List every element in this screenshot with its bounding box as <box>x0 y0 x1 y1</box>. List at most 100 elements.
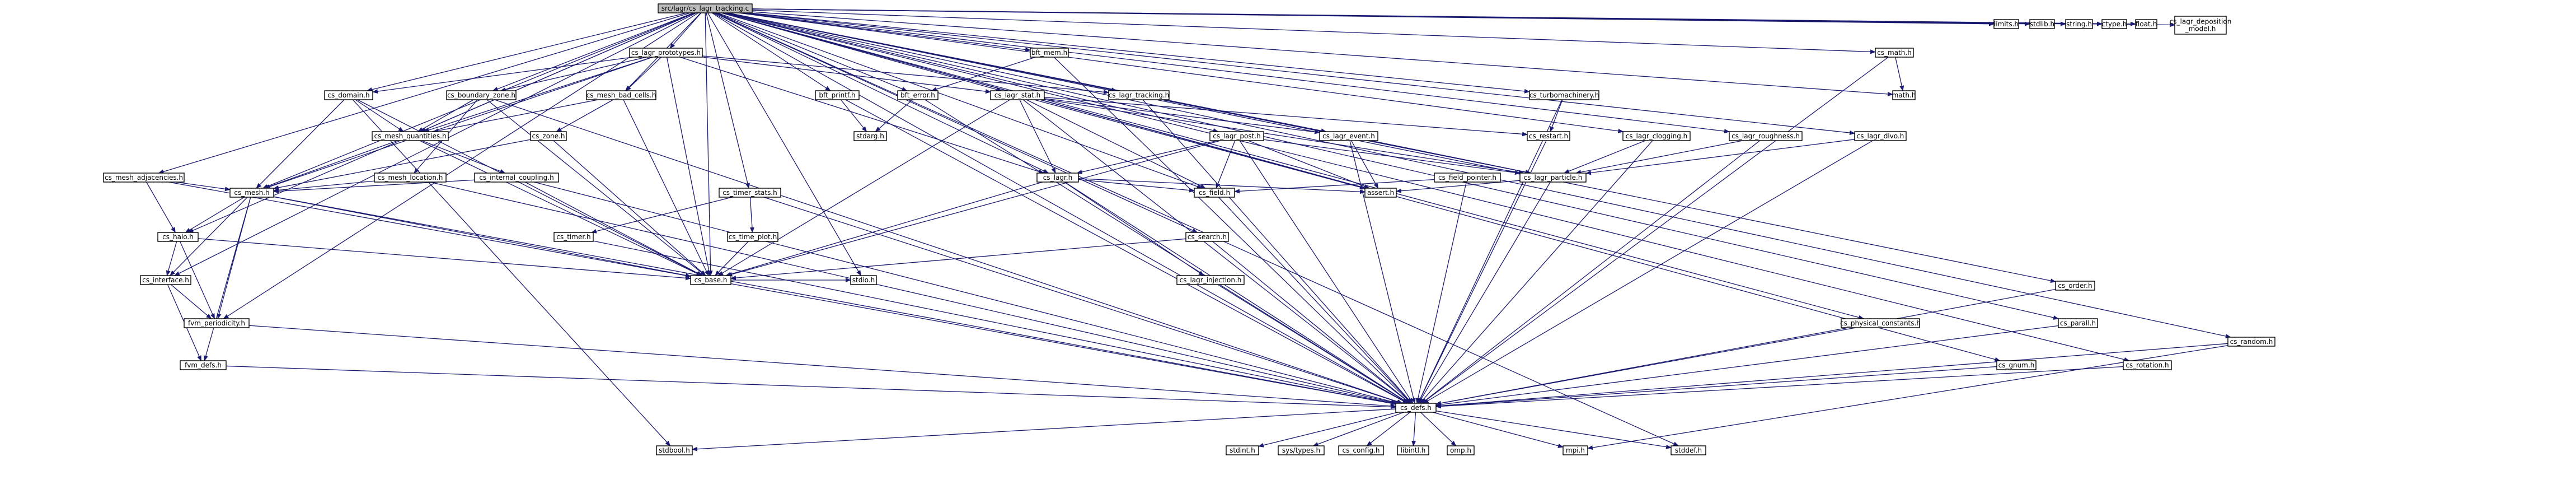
node-roughness[interactable]: cs_lagr_roughness.h <box>1729 131 1803 141</box>
edge-haloh-to-fvmper <box>179 241 215 319</box>
node-injection[interactable]: cs_lagr_injection.h <box>1176 275 1245 285</box>
node-bftprintf[interactable]: bft_printf.h <box>815 90 860 100</box>
node-domain[interactable]: cs_domain.h <box>324 90 373 100</box>
edge-defs-to-stdbool <box>692 408 1396 451</box>
node-search[interactable]: cs_search.h <box>1185 232 1229 242</box>
node-label-deposition-line-1: _model.h <box>2185 25 2216 33</box>
node-fvmdefs[interactable]: fvm_defs.h <box>180 360 227 370</box>
node-csmath[interactable]: cs_math.h <box>1875 48 1914 58</box>
edge-dlvo-to-defs <box>1423 140 1873 404</box>
node-rotation[interactable]: cs_rotation.h <box>2123 360 2172 370</box>
node-bfterror[interactable]: bft_error.h <box>897 90 939 100</box>
node-meshloc[interactable]: cs_mesh_location.h <box>374 173 447 183</box>
node-mesh[interactable]: cs_mesh.h <box>229 188 274 198</box>
node-stdint: stdint.h <box>1226 445 1259 455</box>
node-label-badcells: cs_mesh_bad_cells.h <box>586 91 656 99</box>
edge-lagrstat-to-fieldh <box>1026 99 1206 189</box>
node-lagrtracking[interactable]: cs_lagr_tracking.h <box>1108 90 1170 100</box>
node-timeplot[interactable]: cs_time_plot.h <box>727 232 778 242</box>
node-box-fvmdefs <box>180 360 227 370</box>
edge-root-to-bftmem <box>740 12 1031 52</box>
node-proto[interactable]: cs_lagr_prototypes.h <box>629 48 703 58</box>
edge-clogging-to-lagrpart <box>1564 140 1646 174</box>
edge-root-to-csmath <box>752 10 1876 54</box>
node-box-string <box>2065 19 2093 29</box>
node-parall[interactable]: cs_parall.h <box>2058 318 2098 328</box>
edge-badcells-to-meshquant <box>433 99 598 133</box>
node-label-domain: cs_domain.h <box>327 91 369 99</box>
node-bftmem[interactable]: bft_mem.h <box>1030 48 1069 58</box>
edge-root-to-adjacencies <box>158 12 691 174</box>
node-box-rotation <box>2123 360 2172 370</box>
node-label-root: src/lagr/cs_lagr_tracking.c <box>661 4 749 12</box>
node-label-adjacencies: cs_mesh_adjacencies.h <box>105 174 183 181</box>
node-label-interface: cs_interface.h <box>142 276 189 284</box>
node-order[interactable]: cs_order.h <box>2055 281 2095 291</box>
edge-injection-to-defs <box>1217 284 1409 404</box>
node-interface[interactable]: cs_interface.h <box>140 275 191 285</box>
edge-lagrevent-to-asserth <box>1350 140 1379 189</box>
node-adjacencies[interactable]: cs_mesh_adjacencies.h <box>103 173 185 183</box>
node-box-adjacencies <box>103 173 185 183</box>
node-gnum[interactable]: cs_gnum.h <box>1996 360 2037 370</box>
node-physconst[interactable]: cs_physical_constants.h <box>1840 318 1921 328</box>
node-badcells[interactable]: cs_mesh_bad_cells.h <box>586 90 656 100</box>
edge-root-to-physconst <box>721 12 1865 320</box>
node-box-order <box>2055 281 2095 291</box>
node-timerstats[interactable]: cs_timer_stats.h <box>719 188 781 198</box>
node-label-timeplot: cs_time_plot.h <box>729 233 777 241</box>
node-clogging[interactable]: cs_lagr_clogging.h <box>1622 131 1691 141</box>
node-intcoupling[interactable]: cs_internal_coupling.h <box>474 173 559 183</box>
node-lagrevent[interactable]: cs_lagr_event.h <box>1319 131 1378 141</box>
node-dlvo[interactable]: cs_lagr_dlvo.h <box>1854 131 1907 141</box>
node-zone[interactable]: cs_zone.h <box>530 131 567 141</box>
node-timer[interactable]: cs_timer.h <box>553 232 594 242</box>
edge-lagrh-to-base <box>725 181 1043 277</box>
node-lagrpart[interactable]: cs_lagr_particle.h <box>1519 173 1587 183</box>
node-box-stddef <box>1671 445 1706 455</box>
node-label-stddef: stddef.h <box>1675 446 1702 454</box>
node-bzone[interactable]: cs_boundary_zone.h <box>446 90 517 100</box>
node-lagrpost[interactable]: cs_lagr_post.h <box>1209 131 1264 141</box>
node-label-stdlib: stdlib.h <box>2030 20 2054 28</box>
edge-mesh-to-fvmdefs <box>203 197 251 361</box>
edge-badcells-to-base <box>623 99 709 276</box>
edges-layer <box>146 8 2231 451</box>
node-lagrh[interactable]: cs_lagr.h <box>1036 173 1079 183</box>
node-label-bfterror: bft_error.h <box>900 91 935 99</box>
node-csconfig: cs_config.h <box>1338 445 1384 455</box>
node-label-stdbool: stdbool.h <box>659 446 690 454</box>
node-box-limits <box>1993 19 2019 29</box>
node-haloh[interactable]: cs_halo.h <box>157 232 199 242</box>
node-fieldh[interactable]: cs_field.h <box>1194 188 1235 198</box>
node-box-stdargh <box>853 131 887 141</box>
node-label-proto: cs_lagr_prototypes.h <box>631 49 701 57</box>
node-box-injection <box>1176 275 1245 285</box>
node-libintl: libintl.h <box>1397 445 1429 455</box>
node-meshquant[interactable]: cs_mesh_quantities.h <box>372 131 449 141</box>
edge-proto-to-domain <box>372 57 633 94</box>
node-label-stdargh: stdarg.h <box>856 132 884 140</box>
node-label-bftmem: bft_mem.h <box>1031 49 1068 57</box>
node-label-roughness: cs_lagr_roughness.h <box>1732 132 1800 140</box>
node-fieldptr[interactable]: cs_field_pointer.h <box>1434 173 1501 183</box>
node-fvmper[interactable]: fvm_periodicity.h <box>184 318 250 328</box>
node-defs[interactable]: cs_defs.h <box>1395 403 1437 413</box>
edge-adjacencies-to-haloh <box>146 181 176 233</box>
edge-defs-to-stddef <box>1435 410 1672 449</box>
node-turbo[interactable]: cs_turbomachinery.h <box>1529 90 1599 100</box>
edge-bfterror-to-stdargh <box>875 99 913 132</box>
node-box-bfterror <box>897 90 939 100</box>
node-box-stdlib <box>2029 19 2055 29</box>
node-box-omp <box>1447 445 1475 455</box>
edge-root-to-gnum <box>721 12 2001 362</box>
edge-lagrh-to-injection <box>1064 181 1204 276</box>
node-deposition[interactable]: cs_lagr_deposition_model.h <box>2170 16 2232 35</box>
node-base[interactable]: cs_base.h <box>690 275 731 285</box>
node-label-stdio: stdio.h <box>852 276 875 284</box>
node-root[interactable]: src/lagr/cs_lagr_tracking.c <box>658 3 753 13</box>
edge-proto-to-lagrh <box>679 57 1044 174</box>
node-random[interactable]: cs_random.h <box>2227 337 2275 347</box>
node-lagrstat[interactable]: cs_lagr_stat.h <box>990 90 1045 100</box>
node-restart[interactable]: cs_restart.h <box>1527 131 1570 141</box>
